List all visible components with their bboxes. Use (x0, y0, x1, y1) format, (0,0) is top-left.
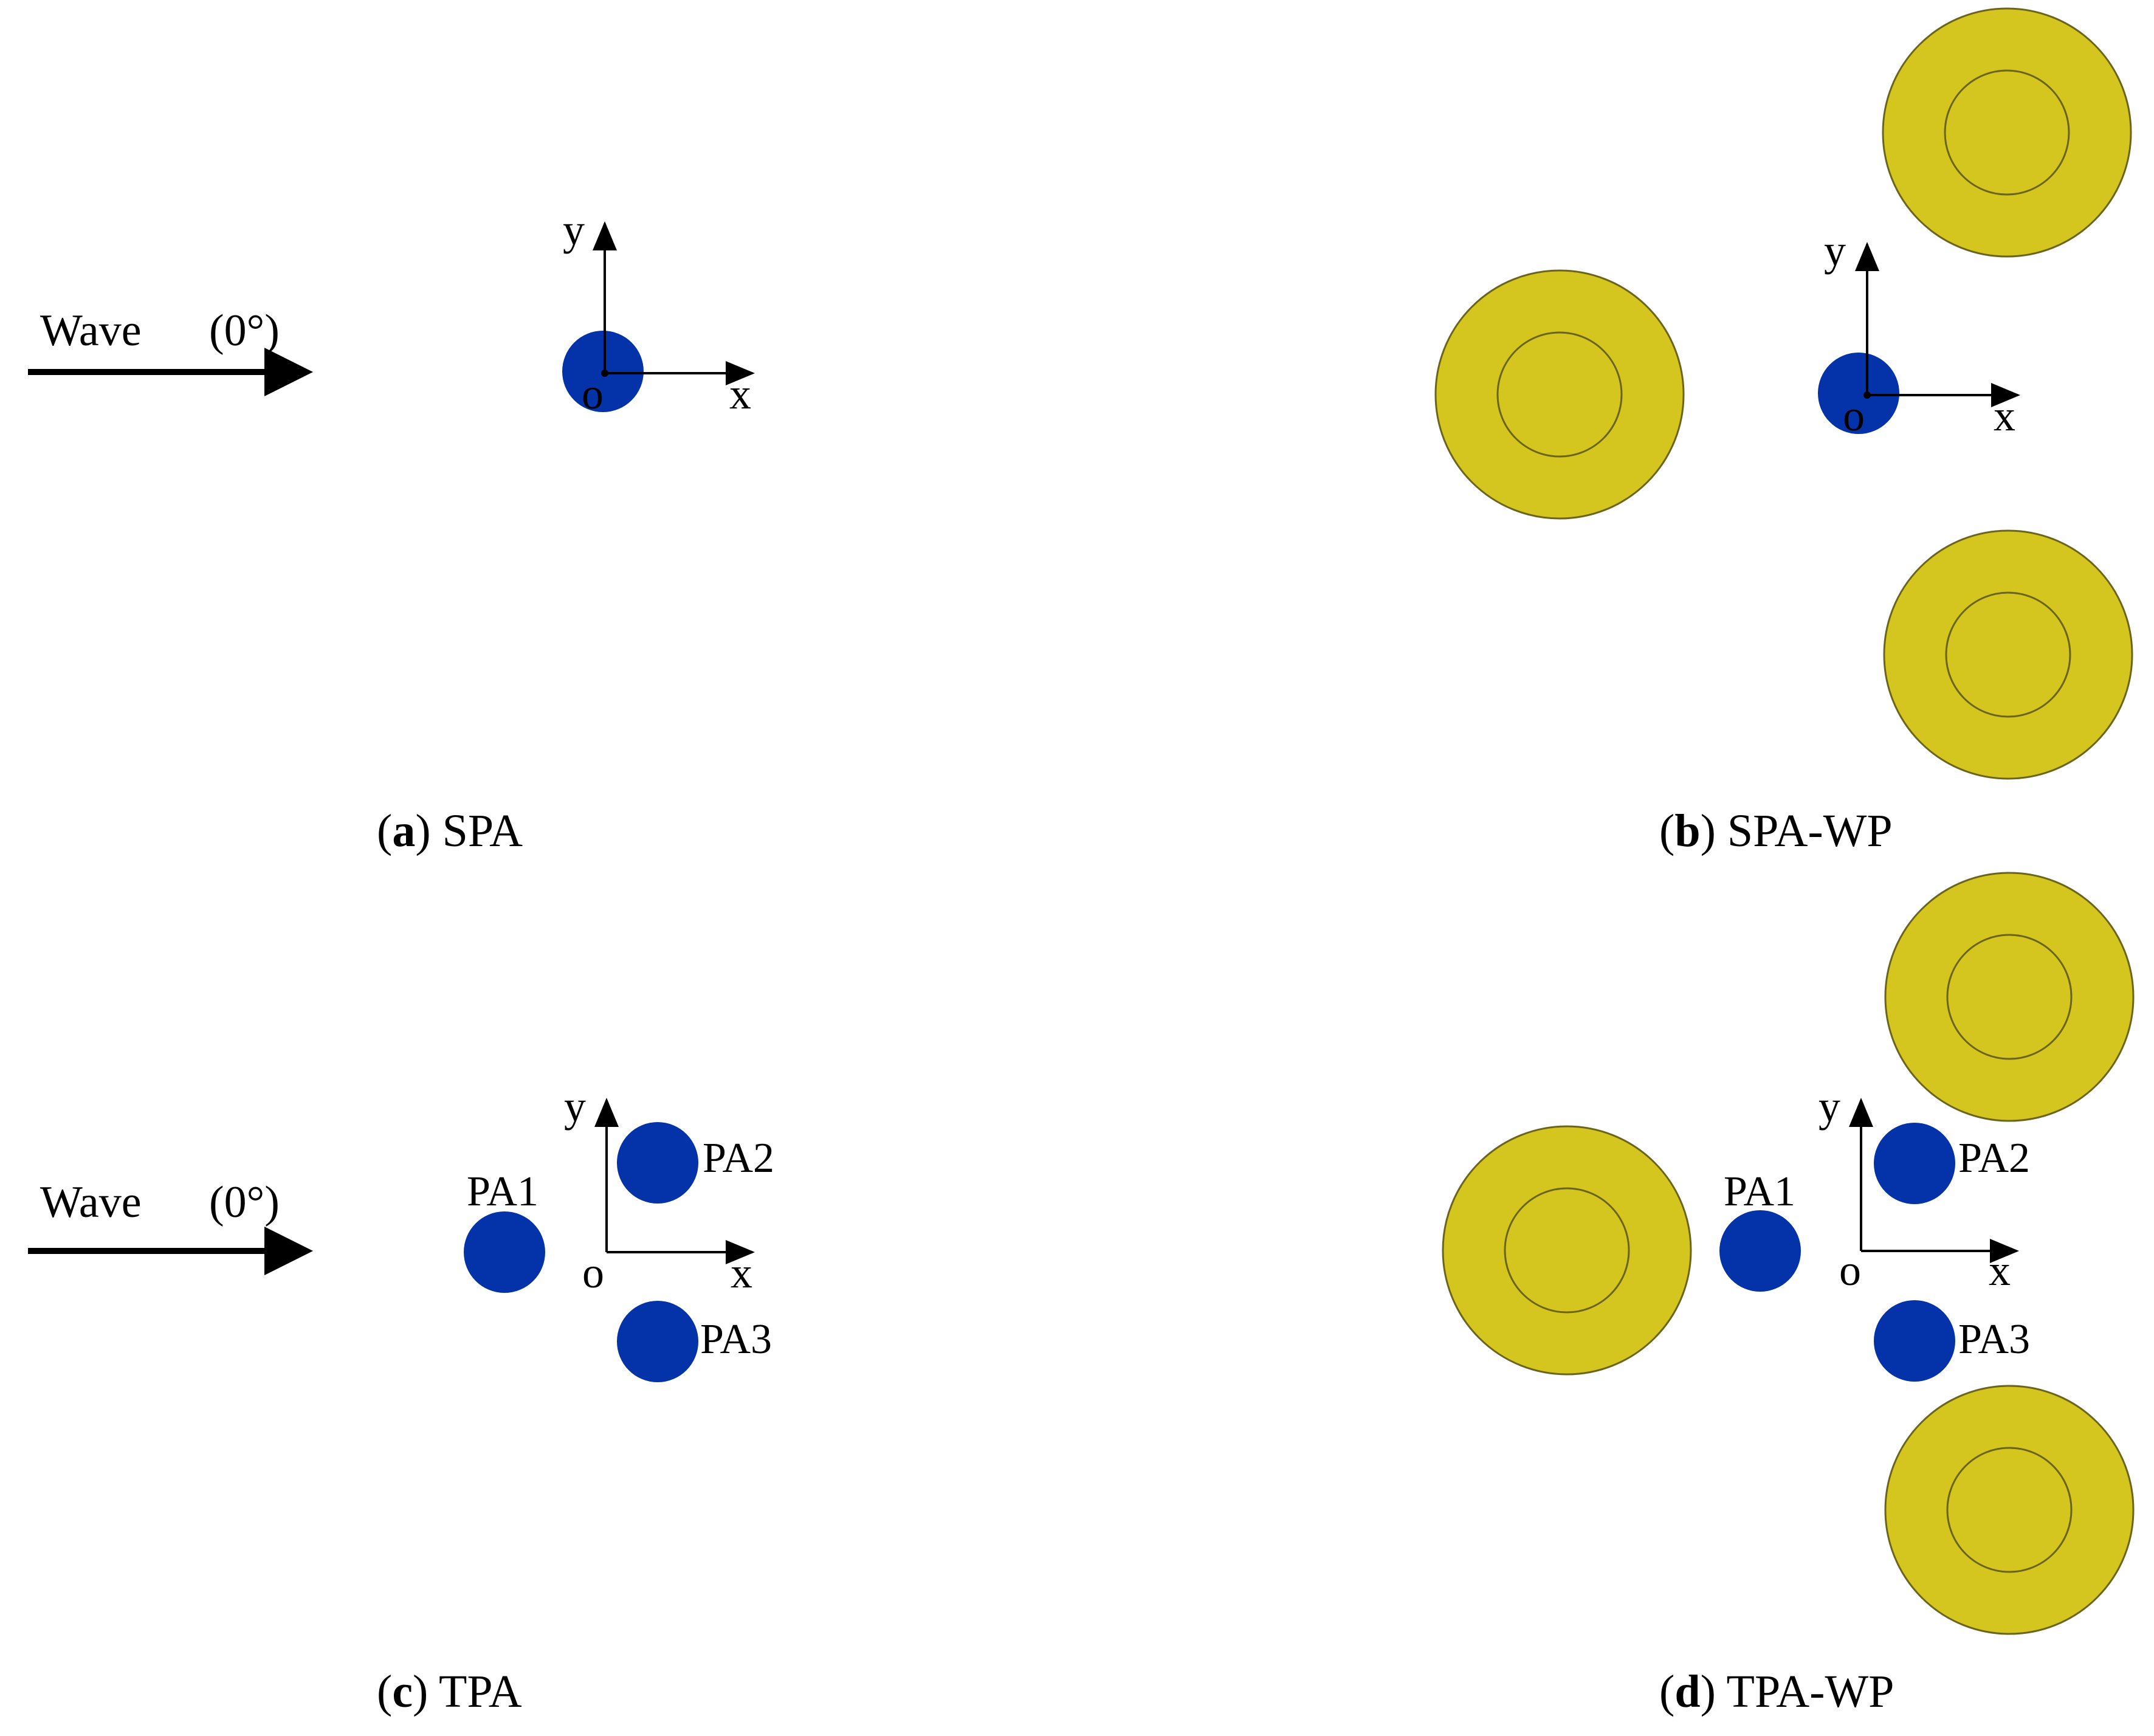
wind-platform-bottom (1883, 529, 2133, 780)
caption-letter: a (392, 805, 415, 856)
pa1-buoy (464, 1211, 545, 1293)
origin-label: o (582, 370, 604, 418)
panel-a: Wave (0°) y x o (a) SPA (28, 205, 755, 856)
caption-title: SPA-WP (1727, 805, 1893, 856)
caption-letter: d (1674, 1666, 1700, 1717)
origin-point (601, 370, 608, 377)
pa3-buoy (1874, 1300, 1955, 1382)
panel-d: PA1 PA2 PA3 y x o (d) TPA-WP (1442, 872, 2135, 1717)
pa-buoy (1818, 353, 1899, 434)
wind-platform-bottom (1884, 1385, 2135, 1635)
panel-b: y x o (b) SPA-WP (1434, 7, 2133, 856)
pa1-label: PA1 (467, 1168, 538, 1215)
y-axis-label: y (1824, 226, 1846, 275)
wave-angle-label: (0°) (209, 306, 280, 356)
x-axis-label: x (731, 1249, 752, 1297)
axes (1849, 1098, 2019, 1263)
panel-c: Wave (0°) PA1 PA2 PA3 y x o (c) TPA (28, 1082, 774, 1717)
caption-title: TPA-WP (1727, 1666, 1894, 1717)
x-axis-label: x (729, 370, 751, 418)
origin-label: o (1839, 1246, 1861, 1295)
caption-title: TPA (439, 1666, 522, 1717)
wind-platform-top (1882, 7, 2132, 258)
wave-label: Wave (40, 1177, 142, 1227)
pa2-buoy (617, 1122, 698, 1204)
pa3-label: PA3 (700, 1316, 772, 1363)
axes (593, 221, 755, 385)
caption-c: (c) TPA (377, 1666, 522, 1717)
pa1-buoy (1719, 1210, 1801, 1292)
pa3-buoy (617, 1301, 698, 1382)
wave-angle-label: (0°) (209, 1177, 280, 1227)
x-axis-label: x (1994, 391, 2015, 440)
axes (1855, 242, 2020, 407)
caption-b: (b) SPA-WP (1659, 805, 1893, 856)
pa2-label: PA2 (703, 1135, 774, 1182)
y-axis-label: y (564, 1082, 586, 1131)
caption-letter: b (1674, 805, 1700, 856)
origin-label: o (1843, 391, 1865, 440)
pa1-label: PA1 (1724, 1168, 1795, 1215)
x-axis-label: x (1989, 1246, 2011, 1295)
axes (594, 1098, 755, 1264)
y-axis-label: y (563, 205, 585, 254)
caption-d: (d) TPA-WP (1659, 1666, 1894, 1717)
pa2-buoy (1874, 1123, 1955, 1204)
caption-a: (a) SPA (377, 805, 523, 856)
pa2-label: PA2 (1958, 1135, 2030, 1182)
origin-label: o (582, 1249, 604, 1297)
wind-platform-left (1442, 1125, 1692, 1376)
wave-label: Wave (40, 306, 142, 356)
caption-title: SPA (442, 805, 523, 856)
pa3-label: PA3 (1958, 1316, 2030, 1363)
y-axis-label: y (1819, 1082, 1840, 1131)
wind-platform-top (1884, 872, 2135, 1122)
origin-point (1863, 391, 1871, 399)
caption-letter: c (392, 1666, 413, 1717)
wind-platform-left (1434, 269, 1685, 520)
